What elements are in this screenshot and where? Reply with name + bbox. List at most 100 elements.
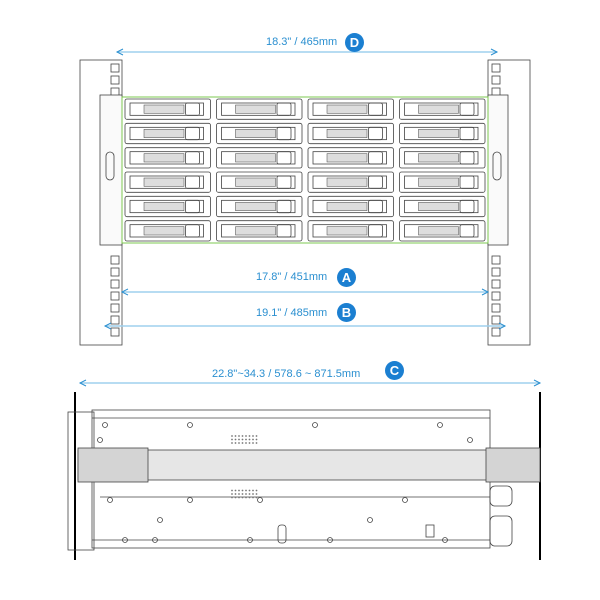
drive-latch [185,102,200,116]
drive-latch [459,126,475,141]
drive-bay [399,171,486,193]
badge-b: B [337,303,356,322]
drive-latch [276,102,292,116]
screw-hole [367,517,373,523]
side-latch [425,524,435,538]
drive-latch [368,175,383,189]
rack-hole [491,75,501,85]
dimension-line-d-arrow-right [490,48,499,56]
screw-hole [152,537,158,543]
vent-dot [241,435,244,437]
chassis-ear-left [99,94,123,246]
drive-bay [307,171,394,193]
side-slot [277,524,287,544]
dimension-line-c-arrow-left [78,379,87,387]
drive-vent [326,177,368,187]
drive-tray-handle [404,126,479,141]
vent-dot [248,493,251,495]
drive-vent [143,153,185,163]
drive-vent [143,226,185,236]
dimension-b-label: 19.1" / 485mm [256,307,328,319]
drive-bay [124,122,211,145]
drive-bay [399,122,486,145]
drive-tray-handle [221,102,296,116]
drive-latch [459,224,475,238]
drive-bay [307,195,394,218]
rack-hole [110,267,120,277]
drive-vent [418,153,459,163]
vent-dot [245,489,247,492]
drive-tray-handle [312,126,387,141]
drive-tray-handle [404,151,479,165]
drive-vent [235,177,276,187]
drive-latch [276,151,292,165]
drive-bay [399,220,486,242]
drive-bay [216,122,303,145]
drive-vent [235,153,276,163]
slide-rail [77,449,541,481]
drive-vent [143,177,185,187]
dimension-line-a-arrow-right [481,288,490,296]
vent-dot [255,493,258,495]
drive-latch [276,175,292,189]
dimension-c-label: 22.8"~34.3 / 578.6 ~ 871.5mm [212,368,361,380]
vent-dot [241,493,244,495]
screw-hole [122,537,128,543]
screw-hole [107,497,113,503]
drive-vent [326,226,368,236]
vent-dot [255,438,258,441]
vent-dot [231,438,233,441]
drive-tray-handle [312,102,387,116]
chassis-front [121,96,489,244]
drive-vent [418,226,459,236]
drive-latch [185,224,200,238]
vent-dot [252,435,254,437]
drive-tray-handle [221,126,296,141]
vent-dot [241,496,244,499]
drive-latch [368,224,383,238]
rail-bracket-front [77,447,149,483]
dimension-a-label: 17.8" / 451mm [256,271,328,283]
drive-tray-handle [404,224,479,238]
drive-vent [143,202,185,211]
rack-hole [110,327,120,337]
screw-hole [187,497,193,503]
vent-dot [248,489,251,492]
drive-tray-handle [129,151,204,165]
screw-hole [402,497,408,503]
drive-vent [235,226,276,236]
drive-latch [368,199,383,214]
dimension-line-a-arrow-left [120,288,129,296]
screw-hole [247,537,253,543]
rack-hole [110,63,120,73]
vent-dot [248,496,251,499]
drive-vent [235,129,276,138]
rail-bracket-rear [485,447,541,483]
dimension-line-c-arrow-right [533,379,542,387]
rack-hole [491,279,501,289]
vent-dot [238,438,240,441]
drive-bay [399,98,486,120]
drive-bay [307,98,394,120]
badge-d: D [345,33,364,52]
screw-hole [97,437,103,443]
vent-dot [231,496,233,499]
rack-hole [110,279,120,289]
vent-dot [252,438,254,441]
vent-dot [255,442,258,444]
drive-vent [418,202,459,211]
drive-tray-handle [312,224,387,238]
drive-latch [185,126,200,141]
rack-hole [491,303,501,313]
drive-bay [124,171,211,193]
drive-latch [276,126,292,141]
drive-tray-handle [129,126,204,141]
drive-tray-handle [129,199,204,214]
screw-hole [327,537,333,543]
drive-latch [185,151,200,165]
vent-dot [252,442,254,444]
vent-dot [231,435,233,437]
rack-hole [491,291,501,301]
